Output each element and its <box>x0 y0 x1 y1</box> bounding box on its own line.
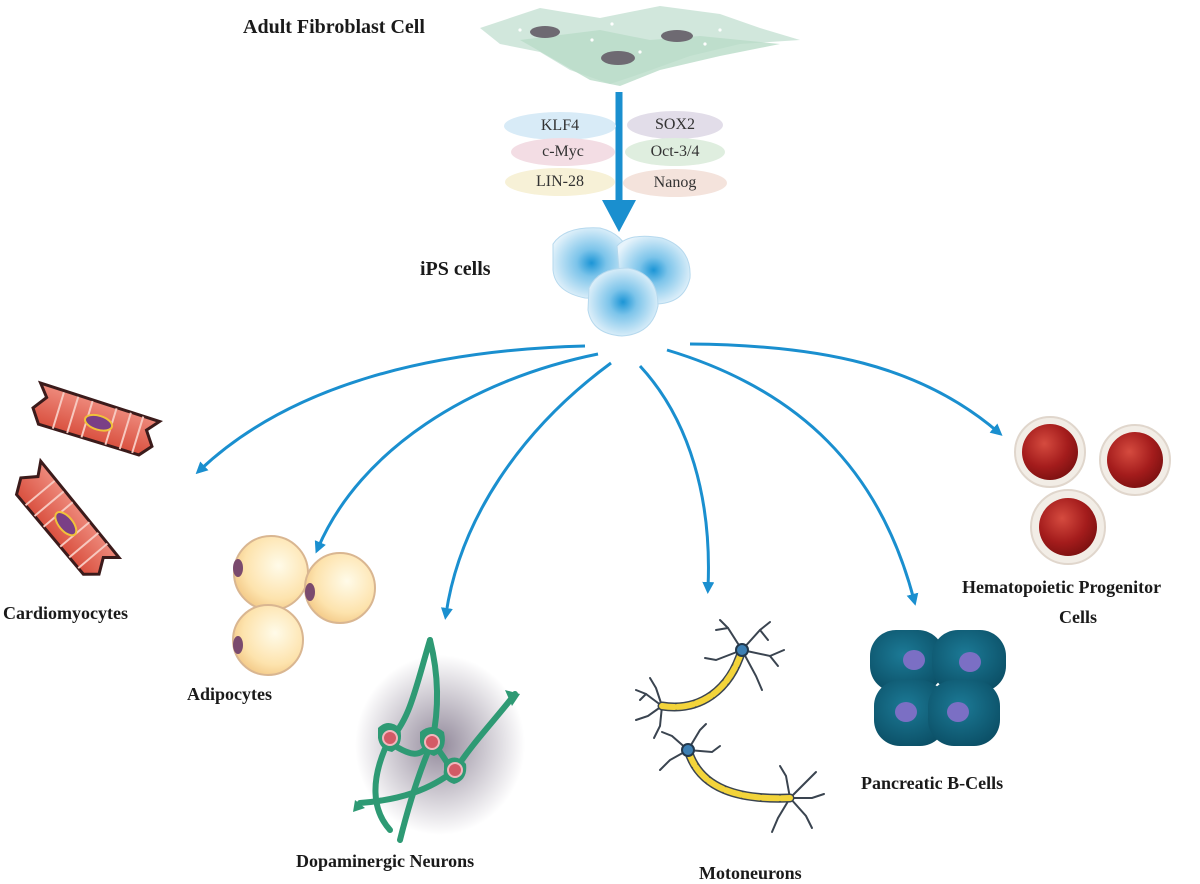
arrow-to-adipocytes <box>314 352 599 554</box>
fibroblast-cell-icon <box>480 6 800 86</box>
differentiation-arrows <box>195 342 1003 620</box>
cardiomyocytes-label: Cardiomyocytes <box>3 603 128 623</box>
adipocytes-icon <box>232 535 376 676</box>
dopaminergic-neurons-icon <box>353 637 525 843</box>
factor-cmyc: c-Myc <box>542 143 584 160</box>
factor-oct34: Oct-3/4 <box>650 143 700 160</box>
motoneurons-icon <box>635 619 825 833</box>
source-label: Adult Fibroblast Cell <box>243 16 425 38</box>
motoneurons-label: Motoneurons <box>699 863 802 883</box>
factor-cmyc-bg <box>511 138 615 166</box>
arrow-to-cardiomyocytes <box>195 344 586 475</box>
factor-sox2: SOX2 <box>654 116 695 133</box>
factor-nanog-bg <box>623 169 727 197</box>
arrow-to-pancreatic <box>666 348 919 606</box>
factor-lin28-bg <box>505 168 615 196</box>
ips-label: iPS cells <box>420 258 491 280</box>
arrow-to-dopaminergic <box>440 361 612 620</box>
hematopoietic-label-line1: Hematopoietic Progenitor <box>962 577 1162 597</box>
factor-klf4-bg <box>504 112 616 140</box>
dopaminergic-label: Dopaminergic Neurons <box>296 851 475 871</box>
ips-cells-icon <box>552 227 691 337</box>
factor-sox2-bg <box>627 111 723 139</box>
arrow-to-motoneurons <box>638 364 715 594</box>
cardiomyocytes-icon <box>14 380 164 576</box>
adipocytes-label: Adipocytes <box>187 684 272 704</box>
reprogramming-arrow <box>602 92 636 232</box>
pancreatic-label: Pancreatic B-Cells <box>861 773 1004 793</box>
factor-nanog: Nanog <box>653 174 697 191</box>
factor-oct34-bg <box>625 138 725 166</box>
hematopoietic-cells-icon <box>1014 416 1171 565</box>
pancreatic-b-cells-icon <box>870 630 1006 746</box>
hematopoietic-label-line2: Cells <box>1059 607 1097 627</box>
arrow-to-hematopoietic <box>689 342 1003 436</box>
factor-klf4: KLF4 <box>540 117 580 134</box>
factor-lin28: LIN-28 <box>536 173 584 190</box>
